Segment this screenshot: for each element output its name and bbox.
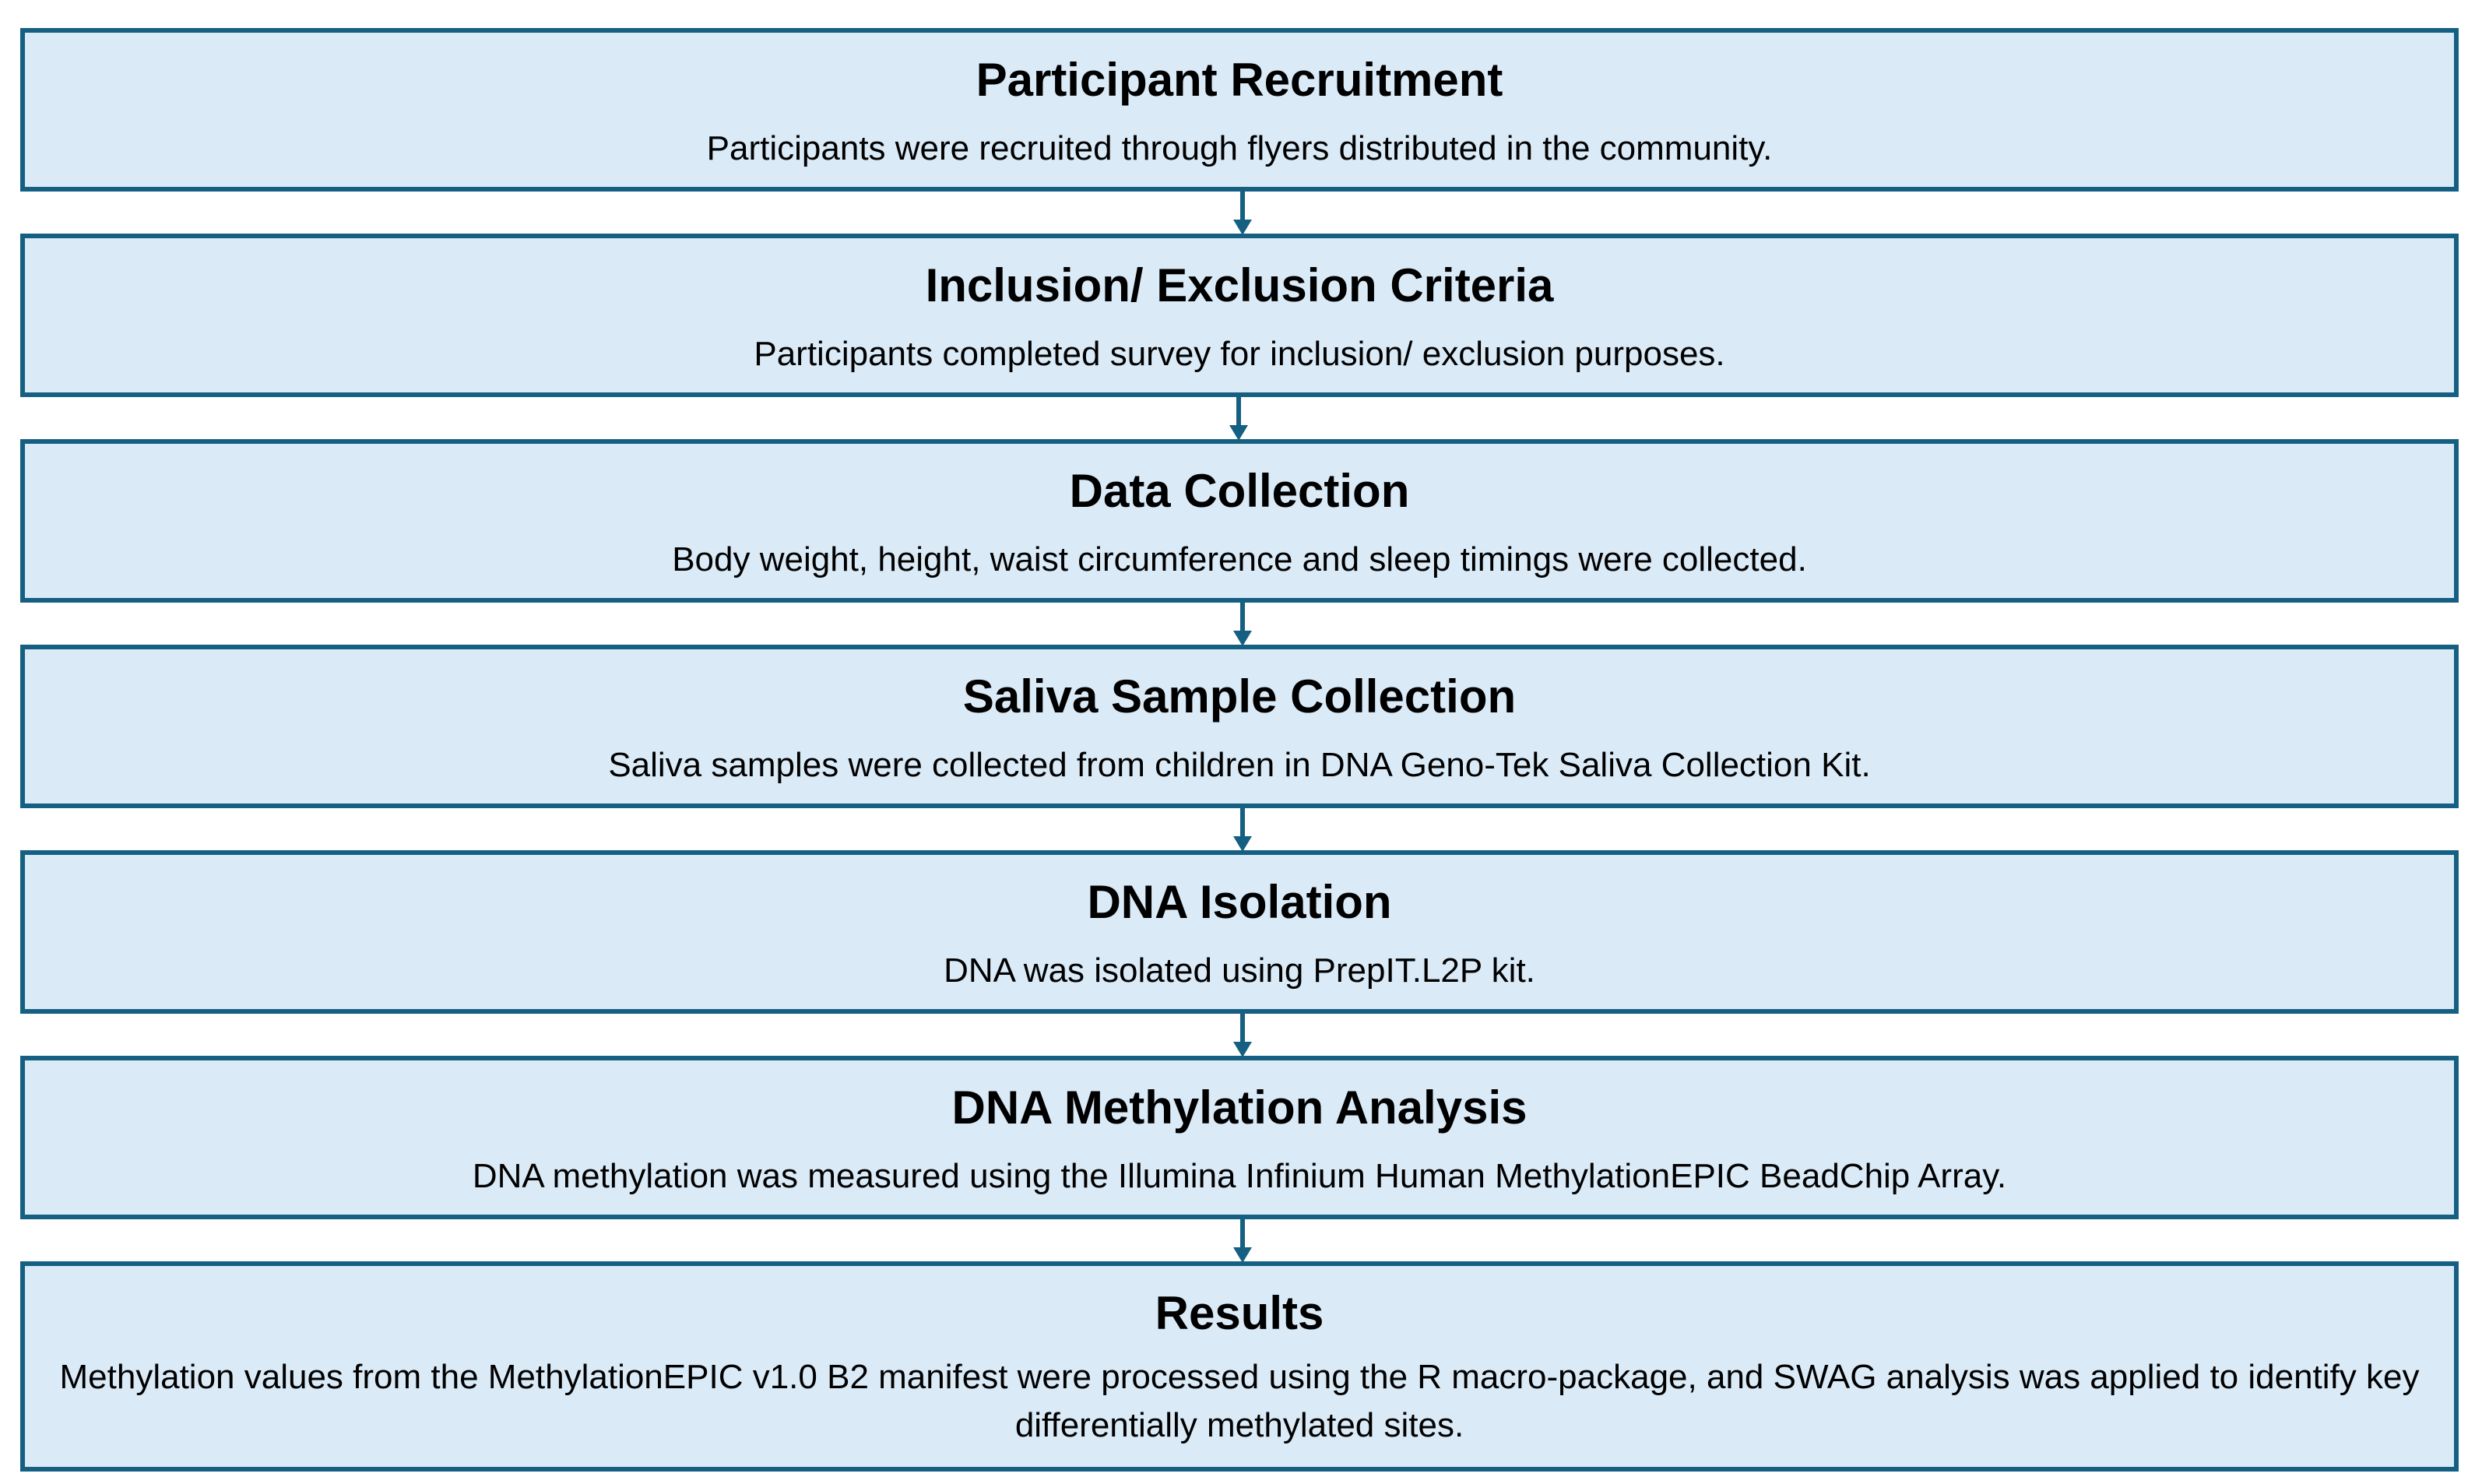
step-results: Results Methylation values from the Meth… <box>20 1261 2459 1472</box>
step-description: Body weight, height, waist circumference… <box>672 540 1807 578</box>
step-data-collection: Data Collection Body weight, height, wai… <box>20 439 2459 603</box>
step-title: Results <box>1155 1287 1324 1339</box>
step-title: Inclusion/ Exclusion Criteria <box>925 259 1554 311</box>
step-description: Saliva samples were collected from child… <box>608 746 1871 784</box>
step-description: DNA methylation was measured using the I… <box>472 1157 2007 1195</box>
step-participant-recruitment: Participant Recruitment Participants wer… <box>20 28 2459 192</box>
step-description: Participants completed survey for inclus… <box>754 335 1725 373</box>
step-title: DNA Methylation Analysis <box>951 1081 1528 1134</box>
arrow-down-icon <box>1233 603 1252 646</box>
step-description: Methylation values from the MethylationE… <box>59 1358 2420 1444</box>
step-dna-isolation: DNA Isolation DNA was isolated using Pre… <box>20 850 2459 1014</box>
step-inclusion-exclusion-criteria: Inclusion/ Exclusion Criteria Participan… <box>20 234 2459 397</box>
step-description: Participants were recruited through flye… <box>706 129 1773 167</box>
arrow-down-icon <box>1233 1219 1252 1263</box>
step-title: Data Collection <box>1069 465 1410 517</box>
arrow-down-icon <box>1233 808 1252 852</box>
step-title: Saliva Sample Collection <box>962 670 1517 723</box>
step-saliva-sample-collection: Saliva Sample Collection Saliva samples … <box>20 645 2459 808</box>
arrow-down-icon <box>1233 1014 1252 1057</box>
step-description: DNA was isolated using PrepIT.L2P kit. <box>944 951 1535 990</box>
arrow-down-icon <box>1233 192 1252 235</box>
arrow-down-icon <box>1229 397 1248 441</box>
step-title: DNA Isolation <box>1087 876 1392 928</box>
step-dna-methylation-analysis: DNA Methylation Analysis DNA methylation… <box>20 1056 2459 1219</box>
step-title: Participant Recruitment <box>976 54 1503 106</box>
